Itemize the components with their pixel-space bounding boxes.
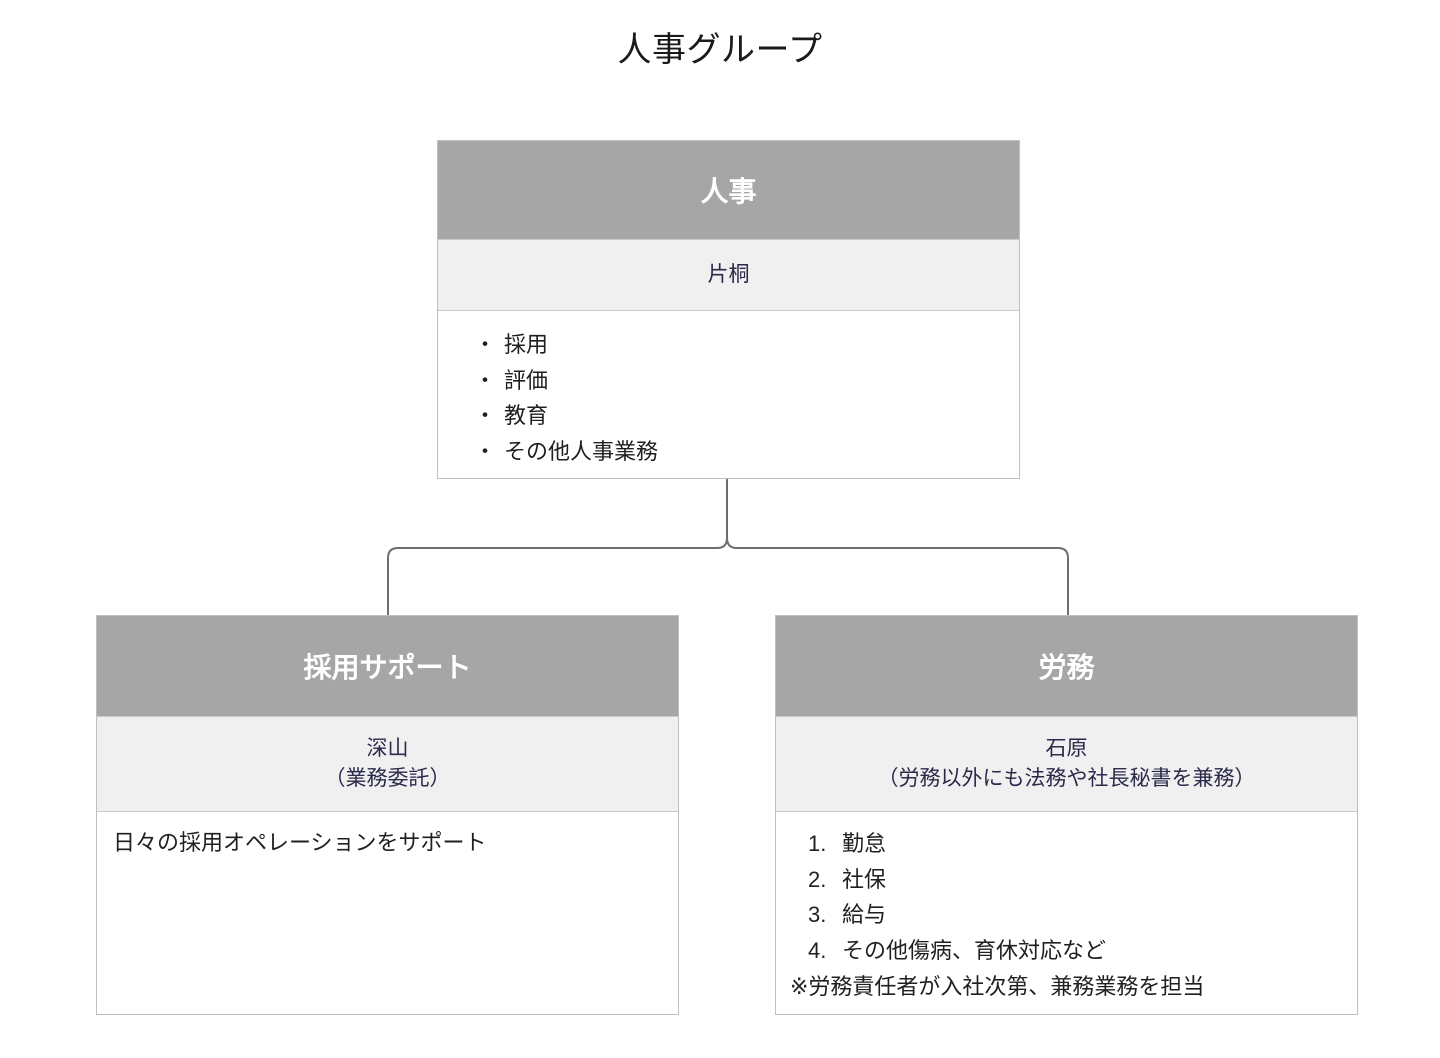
org-node-labor-body: 勤怠 社保 給与 その他傷病、育休対応など ※労務責任者が入社次第、兼務業務を担… xyxy=(776,812,1357,1014)
page-title: 人事グループ xyxy=(617,31,823,69)
list-item: その他人事業務 xyxy=(474,434,1019,470)
connector-path-left xyxy=(387,479,728,615)
org-node-hr[interactable]: 人事 片桐 採用 評価 教育 その他人事業務 xyxy=(437,140,1020,479)
org-node-labor-owner: 石原 （労務以外にも法務や社長秘書を兼務） xyxy=(776,716,1357,812)
org-node-recruit-support-owner-name: 深山 xyxy=(366,736,409,760)
list-item: 教育 xyxy=(474,398,1019,434)
org-node-hr-owner: 片桐 xyxy=(438,239,1019,311)
org-node-hr-header: 人事 xyxy=(438,141,1019,239)
list-item: 勤怠 xyxy=(808,826,887,861)
org-node-hr-owner-name: 片桐 xyxy=(707,262,750,286)
recruit-support-description: 日々の採用オペレーションをサポート xyxy=(113,830,487,855)
org-node-labor-owner-note: （労務以外にも法務や社長秘書を兼務） xyxy=(877,767,1256,790)
list-item: 評価 xyxy=(474,363,1019,399)
org-node-recruit-support-owner: 深山 （業務委託） xyxy=(97,716,678,812)
org-node-labor-owner-name: 石原 xyxy=(1045,736,1088,760)
org-node-labor[interactable]: 労務 石原 （労務以外にも法務や社長秘書を兼務） 勤怠 社保 給与 その他傷病、… xyxy=(775,615,1358,1015)
hr-duty-list: 採用 評価 教育 その他人事業務 xyxy=(438,327,1019,470)
org-node-hr-body: 採用 評価 教育 その他人事業務 xyxy=(438,311,1019,478)
list-item: 社保 xyxy=(808,862,887,897)
labor-duty-list: 勤怠 社保 給与 その他傷病、育休対応など xyxy=(776,826,1357,969)
org-node-labor-header: 労務 xyxy=(776,616,1357,716)
list-item: 採用 xyxy=(474,327,1019,363)
connector-path-right xyxy=(726,479,1069,615)
org-node-recruit-support[interactable]: 採用サポート 深山 （業務委託） 日々の採用オペレーションをサポート xyxy=(96,615,679,1015)
org-node-recruit-support-header: 採用サポート xyxy=(97,616,678,716)
org-node-recruit-support-body: 日々の採用オペレーションをサポート xyxy=(97,812,678,1014)
list-item: その他傷病、育休対応など xyxy=(808,933,1107,968)
org-node-recruit-support-owner-note: （業務委託） xyxy=(324,767,451,790)
list-item: 給与 xyxy=(808,897,887,932)
labor-footnote: ※労務責任者が入社次第、兼務業務を担当 xyxy=(790,973,1205,999)
